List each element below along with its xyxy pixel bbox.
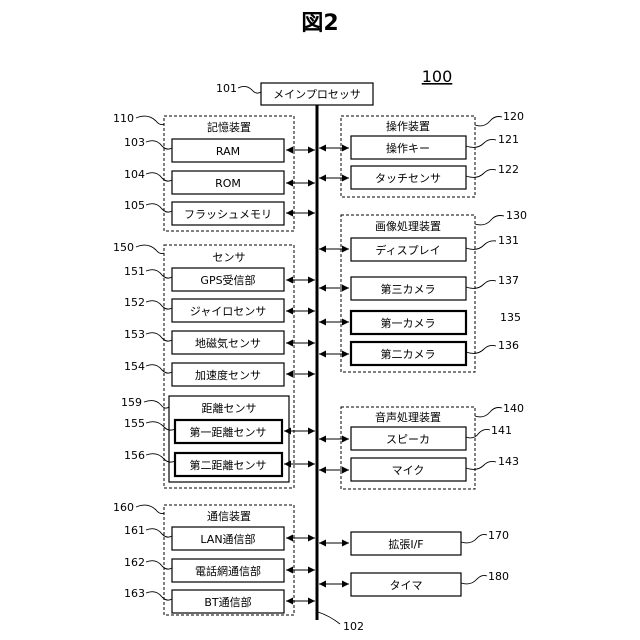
geomagnetic-sensor-label: 地磁気センサ bbox=[195, 336, 261, 350]
extension-if-number: 170 bbox=[488, 529, 509, 542]
ram-label: RAM bbox=[216, 145, 240, 158]
image-processing-leader bbox=[475, 216, 504, 225]
microphone-number: 143 bbox=[498, 455, 519, 468]
phone-comm-number: 162 bbox=[124, 556, 145, 569]
geomagnetic-sensor-number: 153 bbox=[124, 328, 145, 341]
gyro-sensor-leader bbox=[146, 301, 172, 309]
comm-title: 通信装置 bbox=[207, 510, 251, 523]
timer-leader bbox=[461, 575, 487, 583]
storage-title: 記憶装置 bbox=[207, 120, 251, 134]
distance-sensor-number: 159 bbox=[121, 396, 142, 409]
bus-leader bbox=[318, 612, 340, 624]
operation-title: 操作装置 bbox=[386, 119, 430, 133]
audio-processing-number: 140 bbox=[503, 402, 524, 415]
gps-receiver-number: 151 bbox=[124, 265, 145, 278]
second-camera-number: 136 bbox=[498, 339, 519, 352]
flash-memory-label: フラッシュメモリ bbox=[184, 208, 272, 221]
third-camera-leader bbox=[466, 280, 496, 288]
sensor-leader bbox=[136, 245, 164, 253]
operation-number: 120 bbox=[503, 110, 524, 123]
lan-comm-label: LAN通信部 bbox=[200, 532, 255, 546]
rom-number: 104 bbox=[124, 168, 145, 181]
operation-leader bbox=[475, 117, 502, 126]
main-processor-leader bbox=[238, 86, 261, 93]
sensor-number: 150 bbox=[113, 241, 134, 254]
second-camera-leader bbox=[466, 345, 496, 353]
main-processor-label: メインプロセッサ bbox=[273, 88, 361, 101]
storage-leader bbox=[136, 116, 164, 124]
acceleration-sensor-leader bbox=[146, 365, 172, 373]
gps-receiver-label: GPS受信部 bbox=[200, 273, 255, 287]
comm-leader bbox=[136, 505, 164, 513]
flash-memory-number: 105 bbox=[124, 199, 145, 212]
display-leader bbox=[466, 241, 496, 250]
touch-sensor-number: 122 bbox=[498, 163, 519, 176]
touch-sensor-label: タッチセンサ bbox=[375, 172, 441, 185]
microphone-leader bbox=[466, 461, 496, 469]
image-processing-number: 130 bbox=[506, 209, 527, 222]
second-distance-sensor-number: 156 bbox=[124, 449, 145, 462]
speaker-leader bbox=[466, 429, 490, 437]
lan-comm-leader bbox=[146, 529, 172, 537]
microphone-label: マイク bbox=[392, 464, 425, 477]
distance-sensor-title: 距離センサ bbox=[202, 401, 257, 415]
bt-comm-number: 163 bbox=[124, 587, 145, 600]
display-label: ディスプレイ bbox=[375, 243, 440, 257]
figure-title: 図2 bbox=[301, 11, 338, 36]
audio-processing-leader bbox=[475, 408, 502, 417]
rom-label: ROM bbox=[215, 177, 241, 190]
display-number: 131 bbox=[498, 234, 519, 247]
acceleration-sensor-number: 154 bbox=[124, 360, 145, 373]
ram-leader bbox=[146, 141, 172, 149]
main-processor-number: 101 bbox=[216, 82, 237, 95]
audio-processing-title: 音声処理装置 bbox=[375, 410, 441, 424]
gyro-sensor-number: 152 bbox=[124, 296, 145, 309]
operation-key-number: 121 bbox=[498, 133, 519, 146]
speaker-number: 141 bbox=[491, 424, 512, 437]
geomagnetic-sensor-leader bbox=[146, 333, 172, 341]
bt-comm-leader bbox=[146, 592, 172, 600]
timer-label: タイマ bbox=[390, 579, 423, 592]
rom-leader bbox=[146, 173, 172, 181]
timer-number: 180 bbox=[488, 570, 509, 583]
extension-if-label: 拡張I/F bbox=[388, 537, 423, 551]
first-camera-label: 第一カメラ bbox=[381, 316, 436, 330]
comm-number: 160 bbox=[113, 501, 134, 514]
phone-comm-label: 電話網通信部 bbox=[195, 564, 261, 578]
sensor-title: センサ bbox=[213, 251, 246, 264]
operation-key-leader bbox=[466, 139, 496, 147]
distance-sensor-leader bbox=[144, 401, 169, 409]
storage-number: 110 bbox=[113, 112, 134, 125]
bt-comm-label: BT通信部 bbox=[204, 595, 251, 609]
acceleration-sensor-label: 加速度センサ bbox=[195, 368, 261, 382]
gps-receiver-leader bbox=[146, 270, 172, 278]
ram-number: 103 bbox=[124, 136, 145, 149]
figure-ref-number: 100 bbox=[422, 67, 453, 86]
first-distance-sensor-label: 第一距離センサ bbox=[190, 425, 267, 439]
third-camera-number: 137 bbox=[498, 274, 519, 287]
bus-number: 102 bbox=[343, 620, 364, 633]
first-distance-sensor-number: 155 bbox=[124, 417, 145, 430]
phone-comm-leader bbox=[146, 561, 172, 569]
speaker-label: スピーカ bbox=[386, 433, 430, 446]
image-processing-title: 画像処理装置 bbox=[375, 220, 441, 233]
third-camera-label: 第三カメラ bbox=[381, 282, 436, 296]
lan-comm-number: 161 bbox=[124, 524, 145, 537]
flash-memory-leader bbox=[146, 204, 172, 212]
second-camera-label: 第二カメラ bbox=[381, 347, 436, 361]
extension-if-leader bbox=[461, 534, 487, 542]
first-camera-number: 135 bbox=[500, 311, 521, 324]
touch-sensor-leader bbox=[466, 169, 496, 177]
operation-key-label: 操作キー bbox=[386, 141, 430, 155]
second-distance-sensor-label: 第二距離センサ bbox=[190, 458, 267, 472]
gyro-sensor-label: ジャイロセンサ bbox=[190, 305, 266, 318]
